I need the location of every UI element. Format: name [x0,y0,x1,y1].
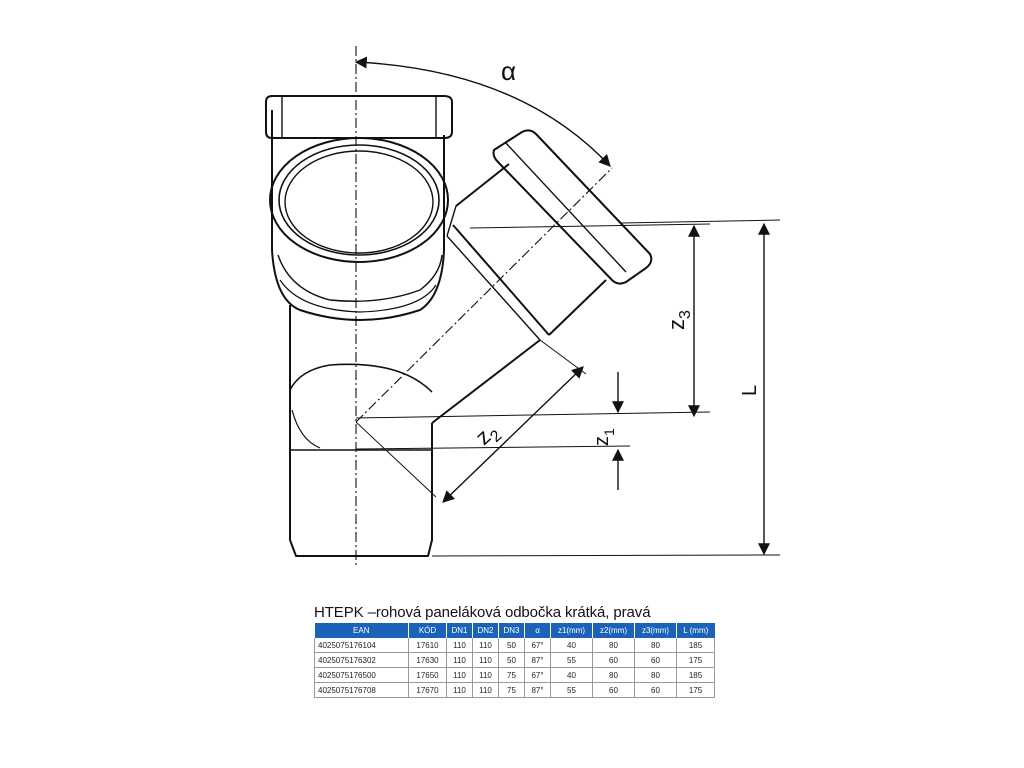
cell-kod: 17670 [408,682,447,698]
cell-z1: 40 [550,638,593,653]
cell-dn3: 75 [498,682,525,698]
cell-kod: 17630 [408,652,447,668]
dimension-lines [354,56,770,556]
cell-dn1: 110 [446,682,473,698]
z3-label: z3 [664,310,694,330]
cell-ean: 4025075176104 [314,638,409,653]
header-z2: z2(mm) [592,623,635,638]
header-z3: z3(mm) [634,623,677,638]
header-alpha: α [524,623,551,638]
cell-z3: 60 [634,652,677,668]
cell-L: 175 [676,682,715,698]
cell-z2: 80 [592,667,635,683]
cell-alpha: 67° [524,638,551,653]
cell-z2: 80 [592,638,635,653]
cell-ean: 4025075176500 [314,667,409,683]
table-title: HTEPK –rohová paneláková odbočka krátká,… [314,604,651,621]
cell-dn1: 110 [446,667,473,683]
cell-ean: 4025075176708 [314,682,409,698]
cell-dn1: 110 [446,638,473,653]
header-ean: EAN [314,623,409,638]
cell-z3: 60 [634,682,677,698]
cell-z1: 55 [550,652,593,668]
table-row: 4025075176302 17630 110 110 50 87° 55 60… [314,652,715,668]
header-z1: z1(mm) [550,623,593,638]
cell-dn1: 110 [446,652,473,668]
cell-dn2: 110 [472,638,499,653]
cell-dn2: 110 [472,652,499,668]
cell-L: 185 [676,667,715,683]
header-L: L (mm) [676,623,715,638]
header-kod: KÓD [408,623,447,638]
dimension-labels: α z3 L z2 z1 [470,56,761,450]
cell-alpha: 67° [524,667,551,683]
cell-kod: 17650 [408,667,447,683]
table-header-row: EAN KÓD DN1 DN2 DN3 α z1(mm) z2(mm) z3(m… [314,623,715,638]
z1-label: z1 [591,428,617,446]
cell-L: 175 [676,652,715,668]
cell-dn2: 110 [472,682,499,698]
pipe-fitting-drawing: α z3 L z2 z1 [265,46,781,568]
main-pipe [289,305,433,557]
cell-dn3: 75 [498,667,525,683]
cell-kod: 17610 [408,638,447,653]
header-dn3: DN3 [498,623,525,638]
extension-lines [355,219,781,557]
cell-z1: 55 [550,682,593,698]
L-label: L [739,385,761,396]
cell-ean: 4025075176302 [314,652,409,668]
table-row: 4025075176104 17610 110 110 50 67° 40 80… [314,638,715,653]
cell-alpha: 87° [524,652,551,668]
cell-dn3: 50 [498,652,525,668]
cell-z2: 60 [592,652,635,668]
cell-z2: 60 [592,682,635,698]
main-socket [265,95,453,321]
header-dn2: DN2 [472,623,499,638]
cell-dn3: 50 [498,638,525,653]
cell-alpha: 87° [524,682,551,698]
header-dn1: DN1 [446,623,473,638]
table-row: 4025075176708 17670 110 110 75 87° 55 60… [314,682,715,698]
cell-z1: 40 [550,667,593,683]
cell-z3: 80 [634,638,677,653]
center-lines [355,46,613,568]
spec-table-section: HTEPK –rohová paneláková odbočka krátká,… [314,604,715,698]
table-row: 4025075176500 17650 110 110 75 67° 40 80… [314,667,715,683]
spec-table: EAN KÓD DN1 DN2 DN3 α z1(mm) z2(mm) z3(m… [314,623,715,698]
cell-L: 185 [676,638,715,653]
cell-dn2: 110 [472,667,499,683]
cell-z3: 80 [634,667,677,683]
alpha-label: α [501,56,516,86]
